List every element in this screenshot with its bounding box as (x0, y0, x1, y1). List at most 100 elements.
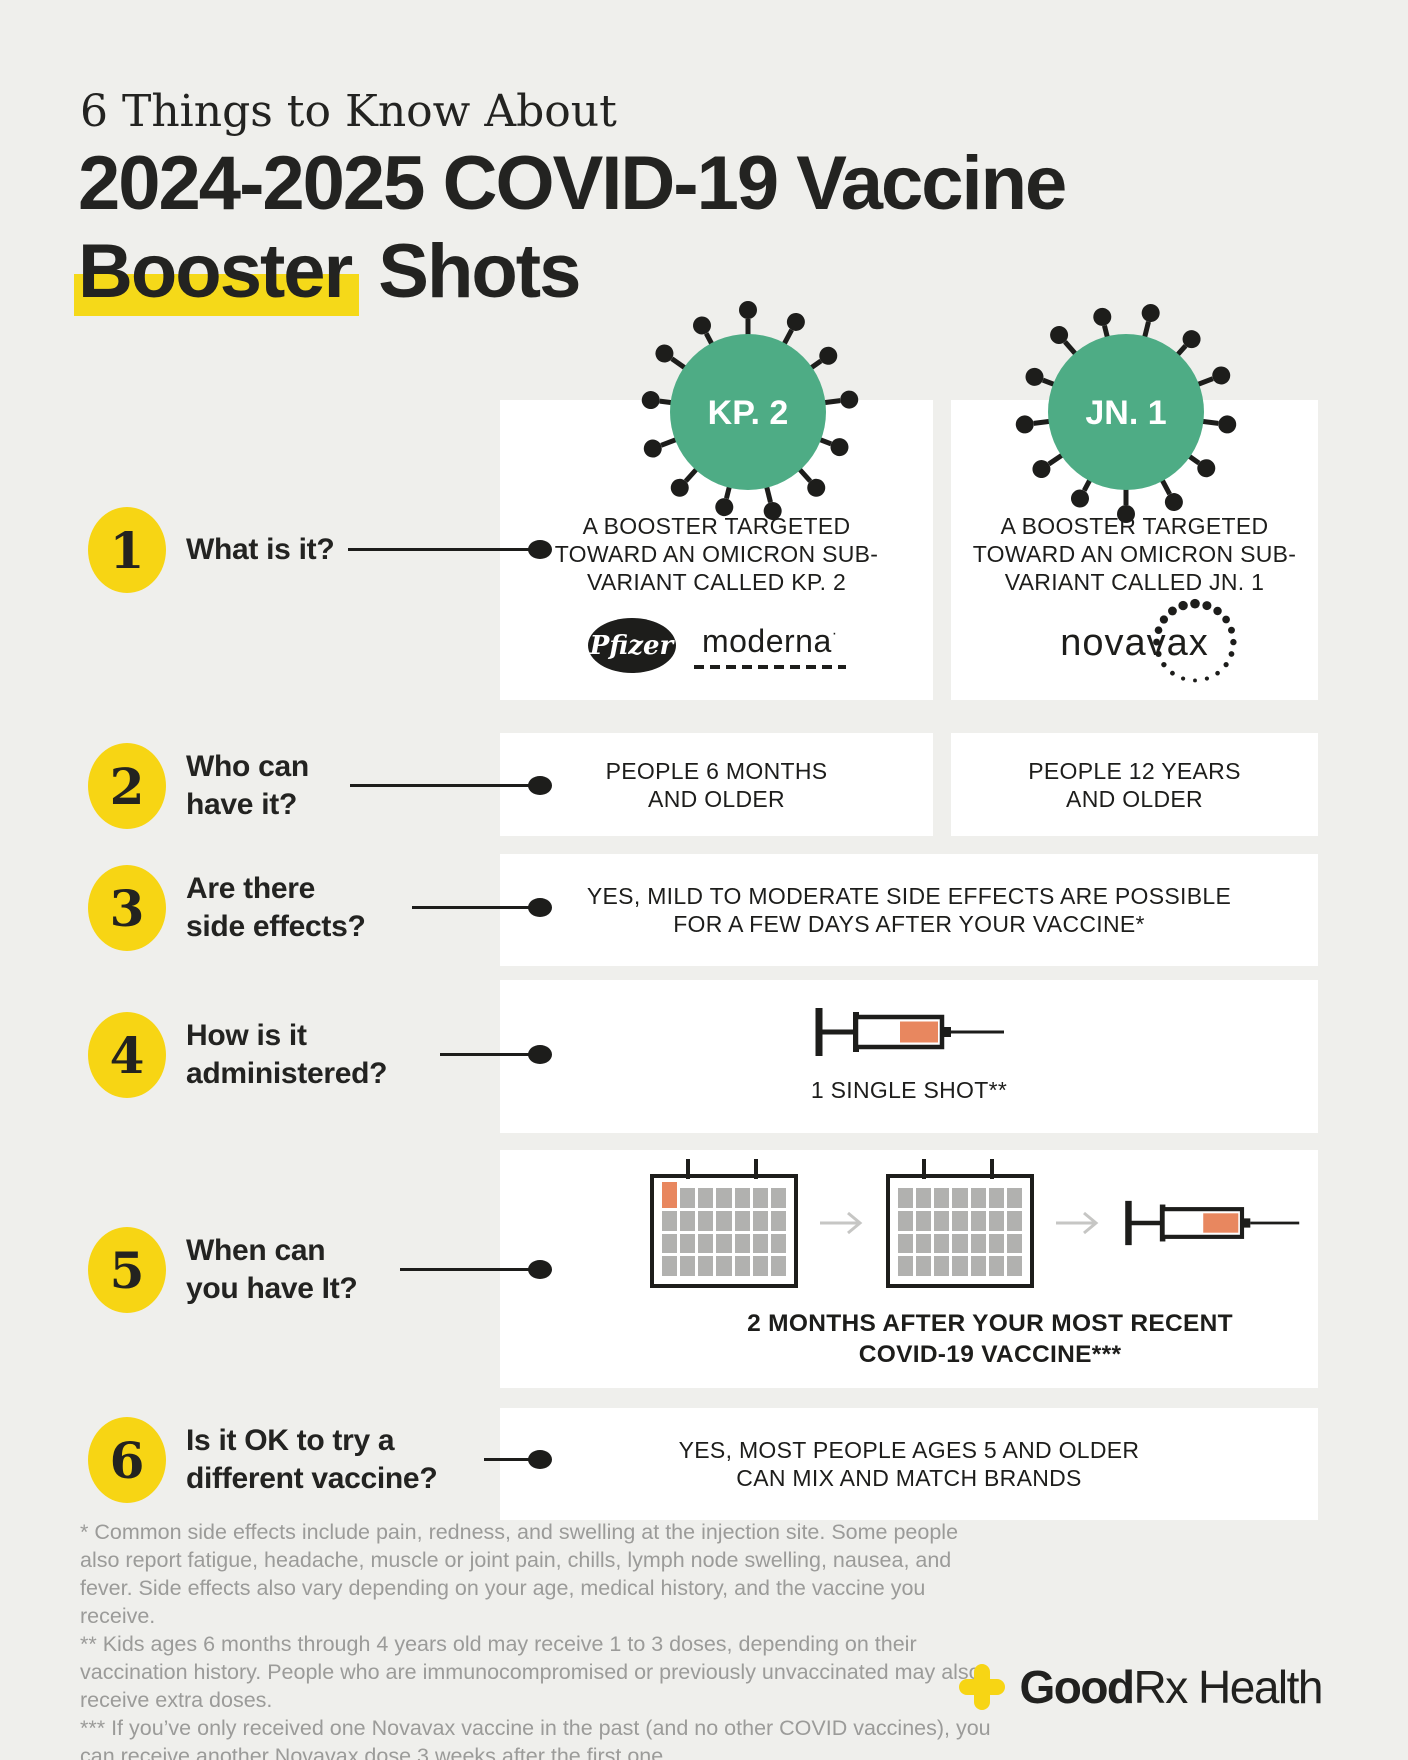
calendar-day-cell (698, 1188, 714, 1208)
highlighted-word: Booster (74, 229, 360, 316)
calendar-day-cell (662, 1233, 678, 1254)
connector-dot (528, 540, 552, 559)
virus-label-kp2: KP. 2 (708, 394, 789, 432)
connector-line (400, 1268, 536, 1271)
footnote-1: * Common side effects include pain, redn… (80, 1520, 959, 1628)
footnote-3: *** If you’ve only received one Novavax … (80, 1716, 991, 1760)
calendar-day-cell (662, 1182, 678, 1208)
calendar-day-cell (716, 1188, 732, 1208)
calendar-day-cell (752, 1188, 768, 1208)
footnotes: * Common side effects include pain, redn… (80, 1518, 995, 1760)
arrow-right-icon (820, 1211, 863, 1235)
virus-label-jn1: JN. 1 (1085, 394, 1166, 432)
novavax-logo: novavax (951, 598, 1318, 682)
calendar-day-cell (1006, 1256, 1022, 1276)
calendar-day-cell (734, 1188, 750, 1208)
connector-line (440, 1053, 536, 1056)
calendar-day-cell (662, 1210, 678, 1231)
manufacturer-logos: Pfizer moderna· (500, 618, 933, 673)
calendar-day-cell (698, 1210, 714, 1231)
card-who-kp2: PEOPLE 6 MONTHS AND OLDER (500, 733, 933, 836)
main-title-line1: 2024-2025 COVID-19 Vaccine (78, 141, 1067, 226)
syringe-icon (500, 1000, 1318, 1064)
calendar-day-cell (1006, 1233, 1022, 1254)
calendar-day-cell (716, 1256, 732, 1276)
connector-line (412, 906, 536, 909)
calendar-day-cell (680, 1210, 696, 1231)
answer-administered: 1 SINGLE SHOT** (810, 1077, 1008, 1103)
calendar-day-cell (970, 1188, 986, 1208)
calendar-day-cell (770, 1233, 786, 1254)
calendar-day-cell (1006, 1210, 1022, 1231)
calendar-day-cell (680, 1233, 696, 1254)
calendar-day-cell (1006, 1188, 1022, 1208)
main-title-line2: Booster Shots (74, 228, 1065, 316)
calendar-day-cell (770, 1210, 786, 1231)
main-title-line2-rest: Shots (359, 229, 581, 314)
question-label-1: What is it? (186, 533, 335, 566)
calendar-day-cell (716, 1210, 732, 1231)
goodrx-cross-icon (959, 1664, 1006, 1710)
calendar-day-cell (680, 1256, 696, 1276)
step-circle-2: 2 (88, 743, 166, 829)
calendar-day-cell (734, 1233, 750, 1254)
when-graphics (650, 1158, 1302, 1288)
step-circle-4: 4 (88, 1012, 166, 1098)
calendar-day-cell (952, 1233, 968, 1254)
footnote-2: ** Kids ages 6 months through 4 years ol… (80, 1632, 981, 1712)
calendar-icon-two-months (886, 1159, 1034, 1288)
calendar-day-cell (770, 1188, 786, 1208)
calendar-day-cell (988, 1233, 1004, 1254)
answer-mix-match: YES, MOST PEOPLE AGES 5 AND OLDER CAN MI… (678, 1437, 1140, 1491)
syringe-icon (1125, 1200, 1300, 1246)
calendar-day-cell (734, 1210, 750, 1231)
calendar-day-cell (698, 1256, 714, 1276)
calendar-day-cell (916, 1233, 932, 1254)
connector-dot (528, 1045, 552, 1064)
connector-line (348, 548, 536, 551)
calendar-day-cell (952, 1210, 968, 1231)
calendar-day-cell (716, 1233, 732, 1254)
calendar-day-cell (898, 1233, 914, 1254)
calendar-day-cell (934, 1233, 950, 1254)
calendar-day-cell (752, 1256, 768, 1276)
step-circle-1: 1 (88, 507, 166, 593)
calendar-day-cell (898, 1256, 914, 1276)
calendar-day-cell (916, 1210, 932, 1231)
calendar-day-cell (916, 1256, 932, 1276)
calendar-day-cell (970, 1256, 986, 1276)
connector-dot (528, 898, 552, 917)
virus-icon-jn1: JN. 1 (1015, 304, 1237, 523)
answer-side-effects: YES, MILD TO MODERATE SIDE EFFECTS ARE P… (586, 883, 1232, 937)
calendar-day-cell (734, 1256, 750, 1276)
step-circle-5: 5 (88, 1227, 166, 1313)
calendar-day-cell (898, 1188, 914, 1208)
card-who-jn1: PEOPLE 12 YEARS AND OLDER (951, 733, 1318, 836)
connector-line (484, 1458, 536, 1461)
calendar-day-cell (934, 1256, 950, 1276)
calendar-day-cell (988, 1188, 1004, 1208)
answer-when: 2 MONTHS AFTER YOUR MOST RECENT COVID-19… (747, 1310, 1233, 1368)
moderna-logo: moderna· (693, 623, 846, 669)
step-circle-6: 6 (88, 1417, 166, 1503)
calendar-day-cell (970, 1233, 986, 1254)
calendar-day-cell (952, 1188, 968, 1208)
title-kicker: 6 Things to Know About (80, 86, 617, 137)
calendar-day-cell (752, 1210, 768, 1231)
calendar-day-cell (752, 1233, 768, 1254)
moderna-dashed-underline (693, 664, 846, 669)
connector-line (350, 784, 536, 787)
connector-dot (528, 1260, 552, 1279)
card-mix-match: YES, MOST PEOPLE AGES 5 AND OLDER CAN MI… (500, 1408, 1318, 1520)
connector-dot (528, 776, 552, 795)
connector-dot (528, 1450, 552, 1469)
pfizer-logo: Pfizer (587, 618, 676, 673)
main-title: 2024-2025 COVID-19 Vaccine Booster Shots (74, 140, 1067, 316)
calendar-day-cell (680, 1188, 696, 1208)
moderna-trademark-dot: · (831, 624, 838, 642)
